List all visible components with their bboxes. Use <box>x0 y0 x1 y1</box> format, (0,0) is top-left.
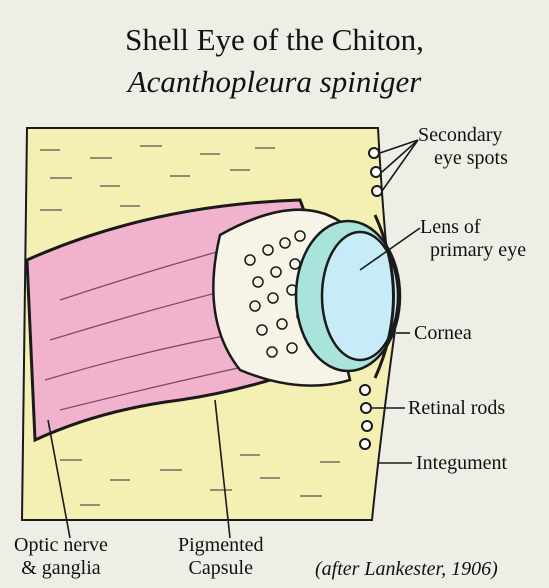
label-line: Lens of <box>420 216 526 239</box>
label-line: & ganglia <box>14 557 108 580</box>
label-optic-nerve: Optic nerve & ganglia <box>14 534 108 580</box>
label-pigmented-capsule: Pigmented Capsule <box>178 534 264 580</box>
label-secondary-eye-spots: Secondary eye spots <box>418 124 508 170</box>
label-line: eye spots <box>418 147 508 170</box>
label-line: Pigmented <box>178 534 264 557</box>
label-line: primary eye <box>420 239 526 262</box>
label-line: Capsule <box>178 557 264 580</box>
label-retinal-rods: Retinal rods <box>408 397 505 420</box>
label-integument: Integument <box>416 452 507 475</box>
credit-citation: (after Lankester, 1906) <box>315 558 498 581</box>
label-cornea: Cornea <box>414 322 472 345</box>
label-line: Secondary <box>418 124 508 147</box>
label-lens: Lens of primary eye <box>420 216 526 262</box>
label-line: Optic nerve <box>14 534 108 557</box>
